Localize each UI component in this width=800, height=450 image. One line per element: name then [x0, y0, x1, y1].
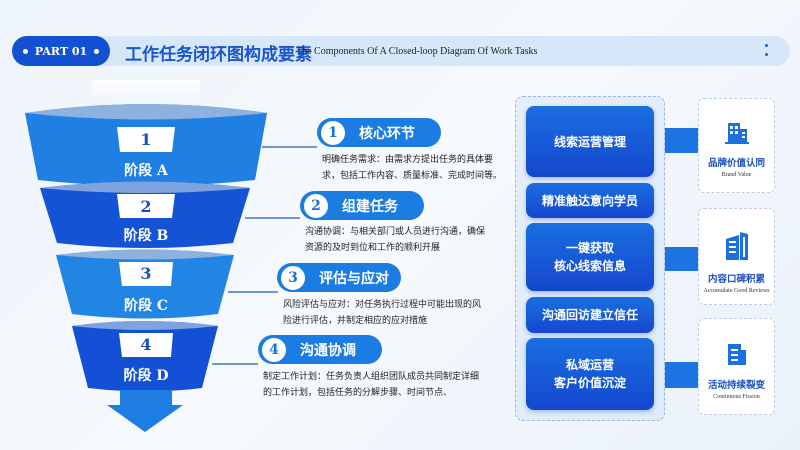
funnel-num: 2 — [140, 197, 152, 216]
connector-line — [262, 146, 317, 148]
card-title: 活动持续裂变 — [707, 380, 765, 391]
process-box: 一键获取核心线索信息 — [526, 223, 654, 291]
step-number: 4 — [262, 337, 286, 362]
step-pill-1: 1 核心环节 — [317, 118, 441, 147]
process-box: 线索运营管理 — [526, 106, 654, 177]
header-bar — [12, 36, 790, 66]
step-description: 风险评估与应对：对任务执行过程中可能出现的风险进行评估，并制定相应的应对措施 — [283, 300, 482, 326]
funnel-num: 3 — [140, 264, 152, 283]
step-pill-3: 3 评估与应对 — [277, 263, 401, 292]
funnel-num: 1 — [140, 130, 152, 149]
connector-line — [245, 217, 300, 219]
page-subtitle: The Components Of A Closed-loop Diagram … — [296, 46, 538, 57]
step-description: 明确任务需求：由需求方提出任务的具体要求，包括工作内容、质量标准、完成时间等。 — [322, 155, 503, 181]
value-card: 内容口碑积累 Accumulate Good Reviews — [698, 208, 775, 305]
connector-line — [228, 291, 278, 293]
step-title: 核心环节 — [359, 125, 415, 142]
step-pill-4: 4 沟通协调 — [258, 335, 382, 364]
connector-bar — [665, 247, 700, 271]
process-box: 精准触达意向学员 — [526, 183, 654, 218]
process-box: 沟通回访建立信任 — [526, 297, 654, 333]
funnel-num: 4 — [140, 335, 152, 354]
value-card: 品牌价值认同 Brand Value — [698, 98, 775, 193]
part-label: PART 01 — [34, 44, 88, 58]
dot-icon — [94, 48, 100, 54]
skyscraper-icon — [725, 232, 748, 260]
funnel-stage-label: 阶段 A — [124, 163, 168, 179]
funnel-stage-label: 阶段 D — [123, 368, 169, 384]
funnel-stage-label: 阶段 C — [123, 298, 169, 314]
step-title: 组建任务 — [342, 198, 398, 215]
step-title: 评估与应对 — [319, 270, 389, 287]
connector-bar — [665, 128, 700, 153]
funnel-diagram — [25, 80, 267, 432]
step-description: 制定工作计划：任务负责人组织团队成员共同制定详细的工作计划，包括任务的分解步骤、… — [263, 372, 480, 398]
funnel-number-tabs — [117, 127, 175, 357]
funnel-stage-label: 阶段 B — [123, 228, 169, 244]
card-title: 品牌价值认同 — [707, 158, 765, 169]
part-badge: PART 01 — [12, 36, 110, 66]
step-number: 3 — [281, 265, 305, 290]
more-icon[interactable] — [765, 44, 769, 62]
step-number: 2 — [304, 193, 328, 218]
step-description: 沟通协调：与相关部门或人员进行沟通，确保资源的及时到位和工作的顺利开展 — [305, 227, 486, 253]
card-title: 内容口碑积累 — [707, 274, 765, 285]
building-icon — [724, 123, 749, 144]
step-title: 沟通协调 — [300, 342, 356, 359]
connector-line — [212, 363, 258, 365]
step-pill-2: 2 组建任务 — [300, 191, 424, 220]
page-title: 工作任务闭环图构成要素 — [125, 45, 312, 65]
value-card: 活动持续裂变 Continuous Fission — [698, 318, 775, 415]
step-number: 1 — [321, 120, 345, 145]
office-icon — [727, 344, 746, 365]
card-subtitle: Accumulate Good Reviews — [703, 288, 770, 294]
card-subtitle: Brand Value — [721, 172, 752, 178]
arrow-down-icon — [107, 390, 183, 432]
dot-icon — [22, 48, 28, 54]
card-subtitle: Continuous Fission — [713, 394, 760, 400]
connector-bar — [665, 362, 700, 388]
process-box: 私域运营客户价值沉淀 — [526, 338, 654, 410]
